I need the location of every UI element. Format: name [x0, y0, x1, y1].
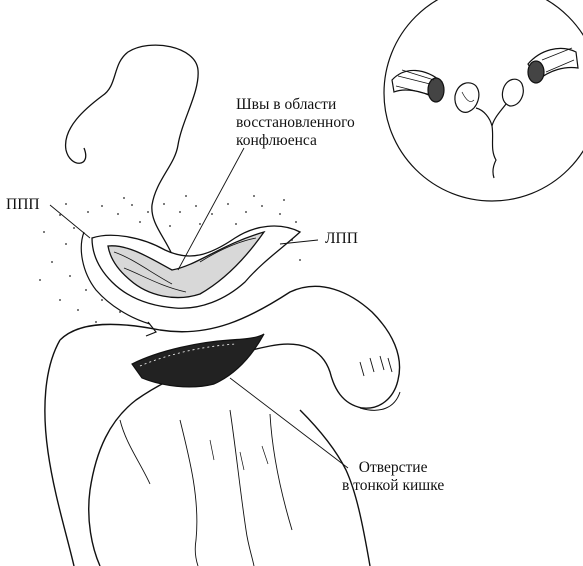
- mesentery-window: [81, 226, 300, 336]
- leader-lines: [50, 148, 348, 468]
- small-intestine: [45, 286, 400, 566]
- label-sutures-line-2: восстановленного: [236, 114, 355, 132]
- suture-thread: [66, 45, 199, 262]
- label-ppp: ППП: [6, 196, 40, 214]
- label-sutures-line-3: конфлюенса: [236, 132, 355, 150]
- intestinal-opening: [132, 334, 264, 387]
- label-opening-line-1: Отверстие: [342, 459, 444, 477]
- label-opening-line-2: в тонкой кишке: [342, 477, 444, 495]
- label-sutures: Швы в области восстановленного конфлюенс…: [236, 96, 355, 150]
- label-sutures-line-1: Швы в области: [236, 96, 355, 114]
- label-lpp: ЛПП: [325, 230, 358, 248]
- label-opening: Отверстие в тонкой кишке: [342, 459, 444, 495]
- inset-detail-circle: [384, 0, 583, 201]
- mesentery-folds: [120, 410, 292, 566]
